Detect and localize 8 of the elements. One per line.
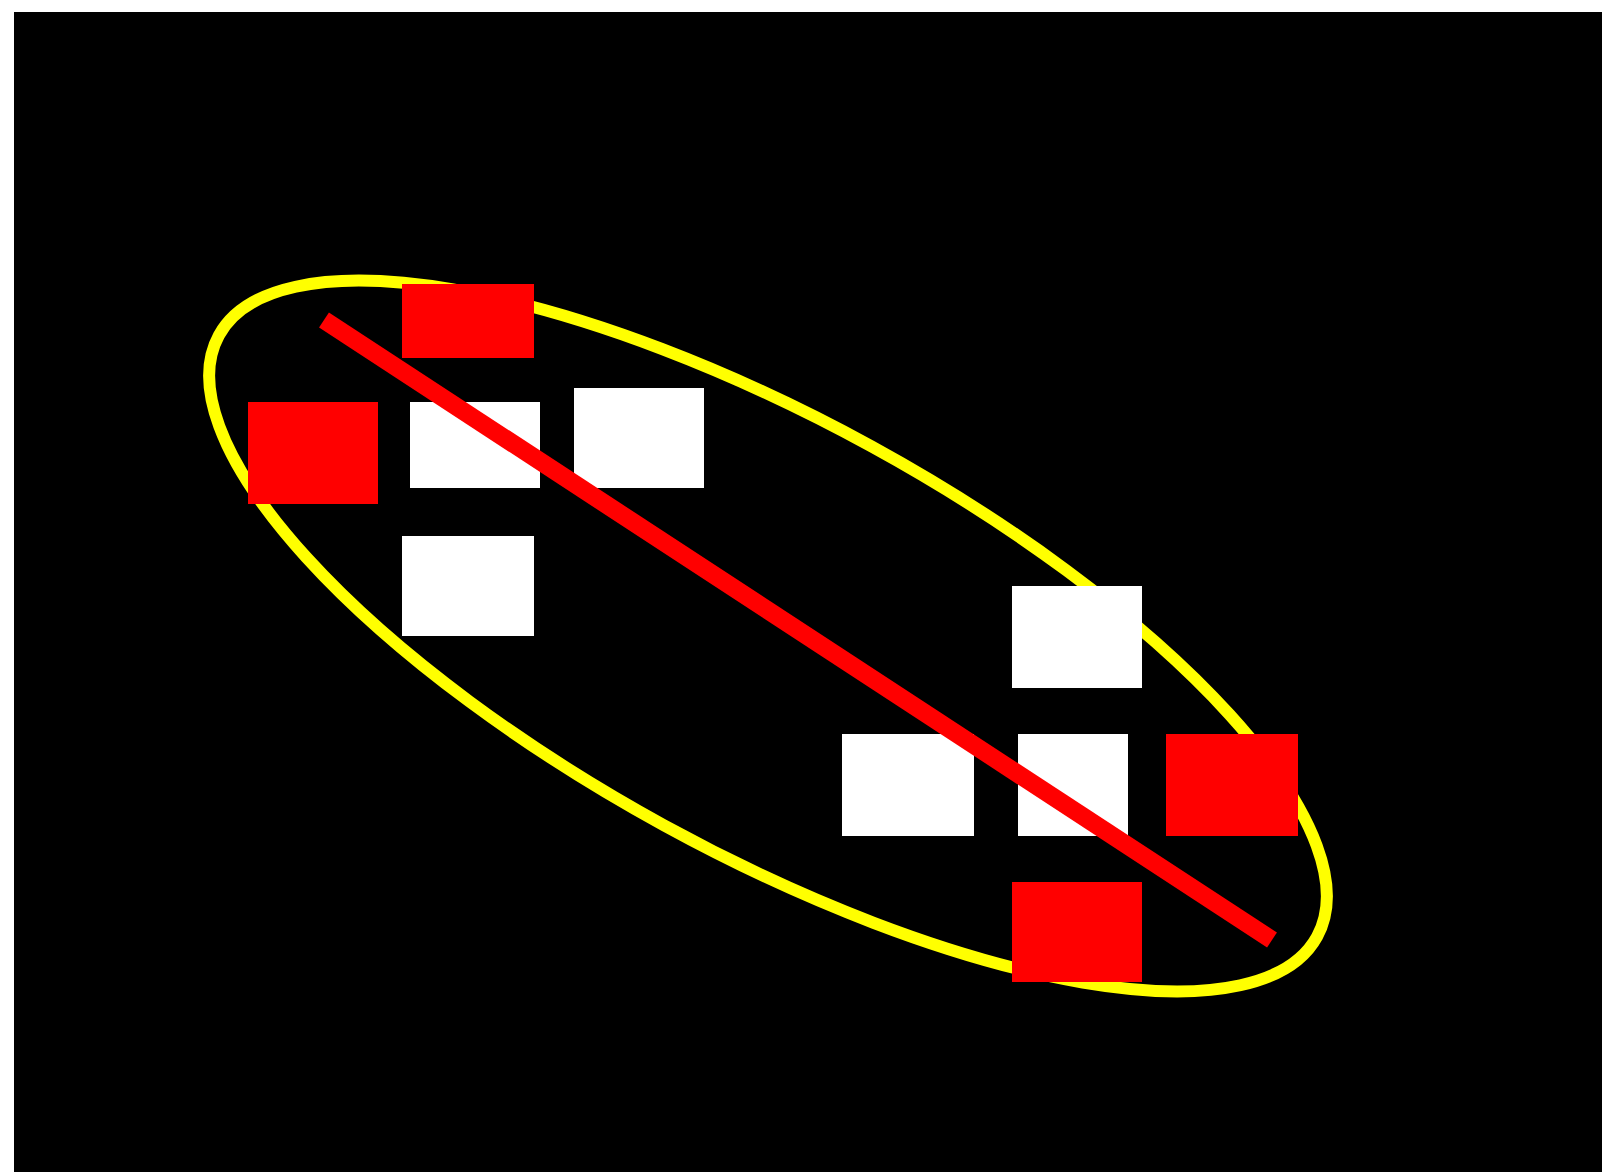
square-block (574, 388, 704, 488)
square-block (1012, 882, 1142, 982)
square-block (248, 402, 378, 504)
square-block (1012, 586, 1142, 688)
square-block (1166, 734, 1298, 836)
square-block (842, 734, 974, 836)
square-block (402, 284, 534, 358)
square-block (402, 536, 534, 636)
